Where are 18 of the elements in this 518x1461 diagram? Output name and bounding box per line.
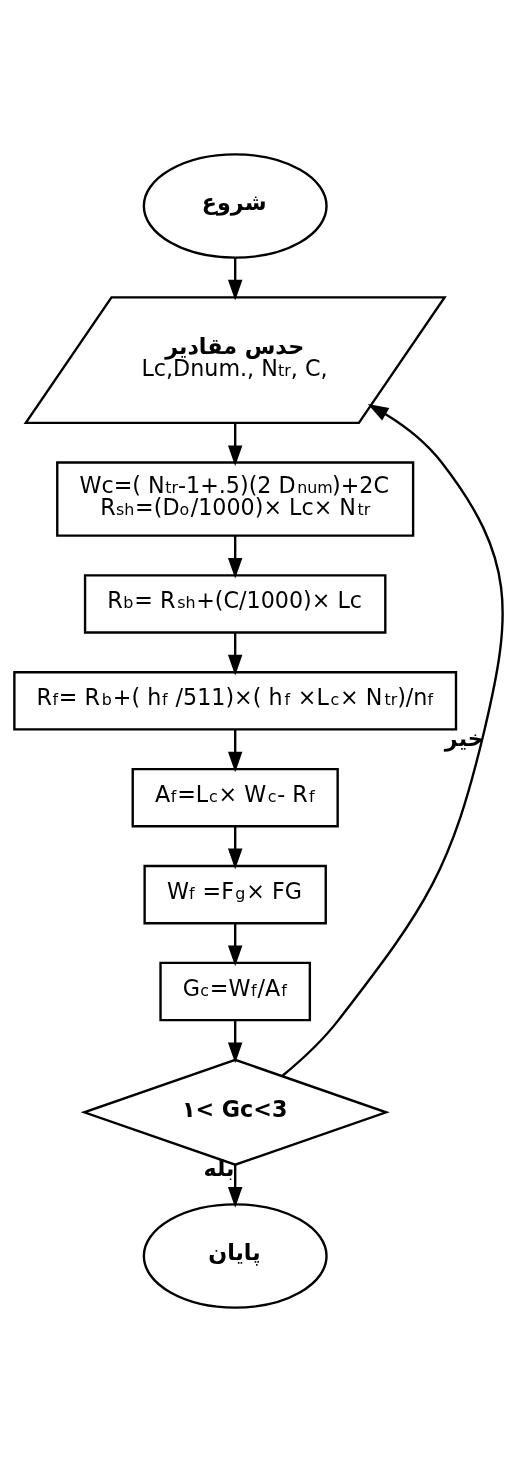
node-ellipse: شروع: [142, 152, 328, 259]
node-box: Wf =Fg× FG: [143, 864, 327, 924]
arrow: [281, 403, 504, 1077]
node-box: Wc=( Ntr-1+.5)(2 Dnum)+2C Rsh=(Do/1000)× Lc× Ntr: [56, 460, 415, 537]
arrow: [227, 632, 243, 675]
arrow: [227, 1019, 243, 1063]
arrow: [227, 422, 243, 466]
node-ellipse: پایان: [142, 1202, 328, 1309]
node-box: Rb= Rsh+(C/1000)× Lc: [83, 573, 387, 634]
arrow: [227, 1164, 243, 1208]
arrow: [227, 922, 243, 966]
arrow: [227, 535, 243, 579]
node-box: Rf= Rb+( hf /511)×( hf ×Lc× Ntr)/nf: [13, 670, 458, 731]
arrow: [227, 825, 243, 869]
arrow: [227, 257, 243, 300]
node-box: Gc=Wf/Af: [159, 961, 312, 1021]
node-box: Af=Lc× Wc- Rf: [131, 767, 339, 827]
arrow: [227, 729, 243, 772]
